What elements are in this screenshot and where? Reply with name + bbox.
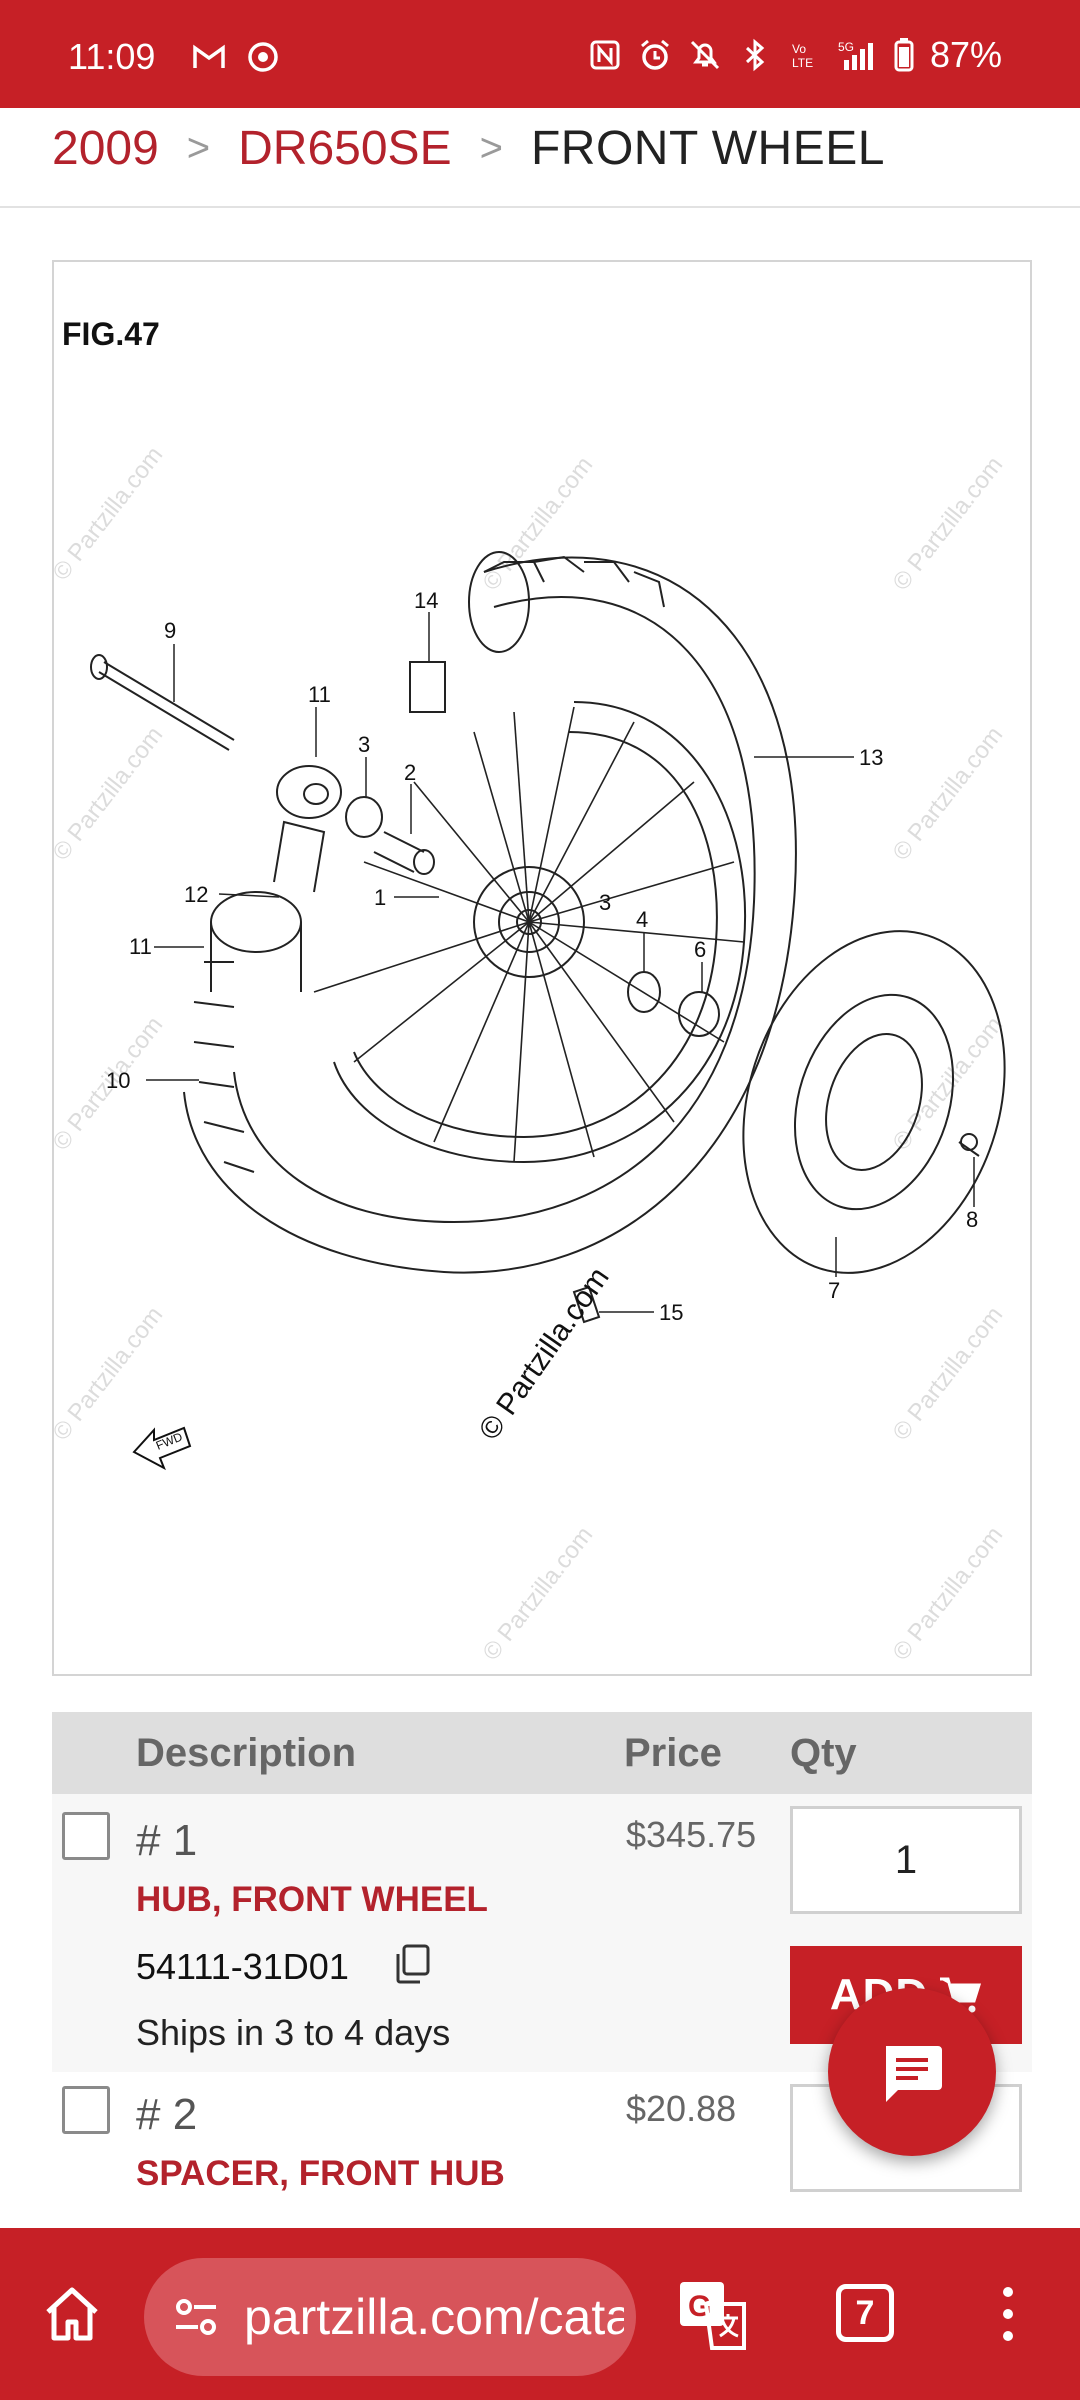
- watermark: © Partzilla.com: [54, 722, 168, 866]
- item-name-link[interactable]: SPACER, FRONT HUB: [136, 2154, 505, 2193]
- browser-toolbar: partzilla.com/catalog G 7: [0, 2228, 1080, 2400]
- watermark: © Partzilla.com: [477, 452, 598, 596]
- item-number: # 2: [136, 2090, 198, 2139]
- watermark: © Partzilla.com: [477, 1522, 598, 1666]
- chevron-right-icon: >: [186, 125, 211, 170]
- parts-diagram[interactable]: © Partzilla.com © Partzilla.com © Partzi…: [52, 260, 1032, 1676]
- diagram-drawing: © Partzilla.com © Partzilla.com © Partzi…: [54, 442, 1008, 1666]
- breadcrumb-current: FRONT WHEEL: [530, 121, 885, 175]
- breadcrumb-model[interactable]: DR650SE: [238, 121, 452, 175]
- copy-icon[interactable]: [392, 1942, 432, 1986]
- item-price: $20.88: [626, 2088, 737, 2129]
- part-number: 54111-31D01: [136, 1946, 349, 1987]
- breadcrumb: 2009 > DR650SE > FRONT WHEEL: [52, 112, 885, 184]
- alarm-icon: [640, 39, 669, 70]
- chevron-right-icon: >: [479, 125, 503, 170]
- gmail-icon: [193, 44, 225, 68]
- item-number: # 1: [136, 1816, 198, 1865]
- watermark: © Partzilla.com: [887, 1302, 1008, 1446]
- callout-9: 8: [966, 1207, 978, 1232]
- watermark: © Partzilla.com: [887, 1522, 1008, 1666]
- diagram-watermark: © Partzilla.com: [473, 1261, 616, 1446]
- more-menu-icon[interactable]: [996, 2282, 1020, 2346]
- svg-text:5G: 5G: [838, 40, 854, 54]
- fwd-arrow-icon: FWD: [132, 1426, 192, 1471]
- callout-1: 1: [374, 885, 386, 910]
- status-time: 11:09: [68, 36, 156, 77]
- item-name-link[interactable]: HUB, FRONT WHEEL: [136, 1880, 488, 1919]
- callout-6: 6: [694, 937, 706, 962]
- select-checkbox[interactable]: [62, 2086, 110, 2134]
- svg-text:Vo: Vo: [792, 42, 806, 56]
- site-settings-icon[interactable]: [172, 2293, 220, 2341]
- callout-15: 15: [659, 1300, 683, 1325]
- callout-14: 14: [414, 588, 438, 613]
- callout-4: 4: [636, 907, 648, 932]
- callout-8: 7: [828, 1278, 840, 1303]
- url-text: partzilla.com/catalog: [244, 2289, 624, 2345]
- breadcrumb-year[interactable]: 2009: [52, 121, 159, 175]
- home-icon[interactable]: [40, 2282, 104, 2346]
- header-description: Description: [136, 1730, 357, 1775]
- callout-12: 12: [184, 882, 208, 907]
- header-divider: [0, 206, 1080, 208]
- bluetooth-icon: [745, 38, 765, 72]
- header-price: Price: [624, 1730, 722, 1775]
- notification-icons: [192, 40, 280, 74]
- chat-button[interactable]: [828, 1988, 996, 2156]
- url-bar[interactable]: partzilla.com/catalog: [144, 2258, 636, 2376]
- chat-icon: [886, 2046, 942, 2102]
- watermark: © Partzilla.com: [54, 1302, 168, 1446]
- cart-icon: [940, 1977, 982, 2013]
- callout-13: 13: [859, 745, 883, 770]
- battery-level: 87%: [929, 34, 1002, 75]
- mute-icon: [690, 40, 719, 70]
- header-qty: Qty: [790, 1730, 857, 1775]
- watermark: © Partzilla.com: [887, 452, 1008, 596]
- nfc-icon: [590, 40, 620, 70]
- signal-5g-icon: 5G: [838, 40, 873, 70]
- watermark: © Partzilla.com: [887, 722, 1008, 866]
- callout-3: 3: [358, 732, 370, 757]
- tab-switcher-button[interactable]: 7: [836, 2284, 894, 2342]
- quantity-input[interactable]: [790, 1806, 1022, 1914]
- watermark: © Partzilla.com: [887, 1012, 1008, 1156]
- battery-icon: [894, 38, 914, 72]
- callout-7: 11: [308, 682, 331, 707]
- select-checkbox[interactable]: [62, 1812, 110, 1860]
- svg-text:LTE: LTE: [792, 56, 813, 70]
- translate-icon[interactable]: G: [676, 2278, 750, 2352]
- item-price: $345.75: [626, 1814, 757, 1855]
- callout-5: 9: [164, 618, 176, 643]
- watermark: © Partzilla.com: [54, 442, 168, 586]
- shipping-info: Ships in 3 to 4 days: [136, 2012, 451, 2053]
- callout-2: 2: [404, 760, 416, 785]
- callout-11: 11: [129, 934, 152, 959]
- parts-table-header: Description Price Qty: [52, 1712, 1032, 1794]
- record-icon: [248, 42, 278, 72]
- figure-label: FIG.47: [62, 316, 160, 352]
- callout-3b: 3: [599, 890, 611, 915]
- callout-10: 10: [106, 1068, 130, 1093]
